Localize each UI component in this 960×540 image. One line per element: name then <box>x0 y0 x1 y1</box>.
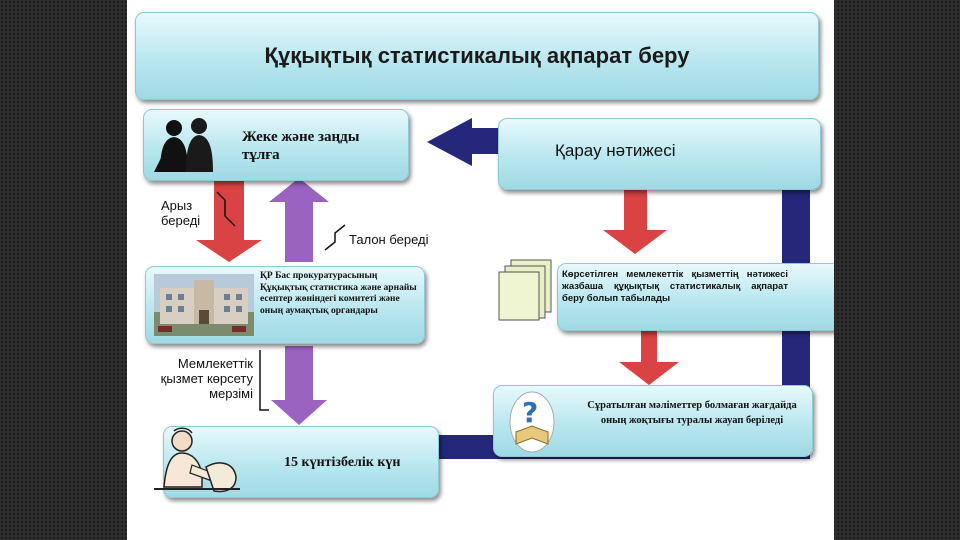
refusal-box: ? Сұратылған мәліметтер болмаған жағдайд… <box>493 385 813 457</box>
page-title: Құқықтық статистикалық ақпарат беру <box>264 43 690 68</box>
deadline-label: 15 күнтізбелік күн <box>284 455 401 470</box>
ticket-label: Талон береді <box>349 232 429 247</box>
red-arrow-result <box>603 190 667 254</box>
result-box: Қарау нәтижесі <box>498 118 821 190</box>
slide: Құқықтық статистикалық ақпарат беру Жеке… <box>127 0 834 540</box>
worker-at-desk-icon <box>154 427 240 493</box>
navy-arrow-left <box>427 118 507 166</box>
applicant-box: Жеке және заңды тұлға <box>143 109 409 181</box>
callout-term <box>259 350 269 411</box>
title-box: Құқықтық статистикалық ақпарат беру <box>135 12 819 100</box>
documents-icon <box>498 259 552 321</box>
service-term-label: Мемлекеттік қызмет көрсету мерзімі <box>160 356 253 401</box>
application-label: Арыз береді <box>161 198 201 228</box>
callout-application <box>216 191 236 227</box>
building-photo-icon <box>154 274 254 336</box>
provided-label: Көрсетілген мемлекеттік қызметтің нәтиже… <box>562 269 788 304</box>
applicant-label: Жеке және заңды тұлға <box>242 129 360 163</box>
provided-box: Көрсетілген мемлекеттік қызметтің нәтиже… <box>557 263 834 331</box>
prosecutor-box: ҚР Бас прокуратурасының Құқықтық статист… <box>145 266 425 344</box>
purple-arrow-ticket <box>269 178 329 262</box>
red-arrow-provided <box>619 328 679 385</box>
result-label: Қарау нәтижесі <box>555 141 676 160</box>
callout-ticket <box>324 224 346 251</box>
deadline-box: 15 күнтізбелік күн <box>154 426 439 498</box>
people-silhouette-icon <box>154 118 213 172</box>
refusal-label: Сұратылған мәліметтер болмаған жағдайда … <box>587 400 797 426</box>
purple-arrow-term <box>271 346 327 425</box>
svg-text:?: ? <box>522 396 538 429</box>
question-book-icon: ? <box>509 391 555 453</box>
prosecutor-label: ҚР Бас прокуратурасының Құқықтық статист… <box>260 271 417 316</box>
